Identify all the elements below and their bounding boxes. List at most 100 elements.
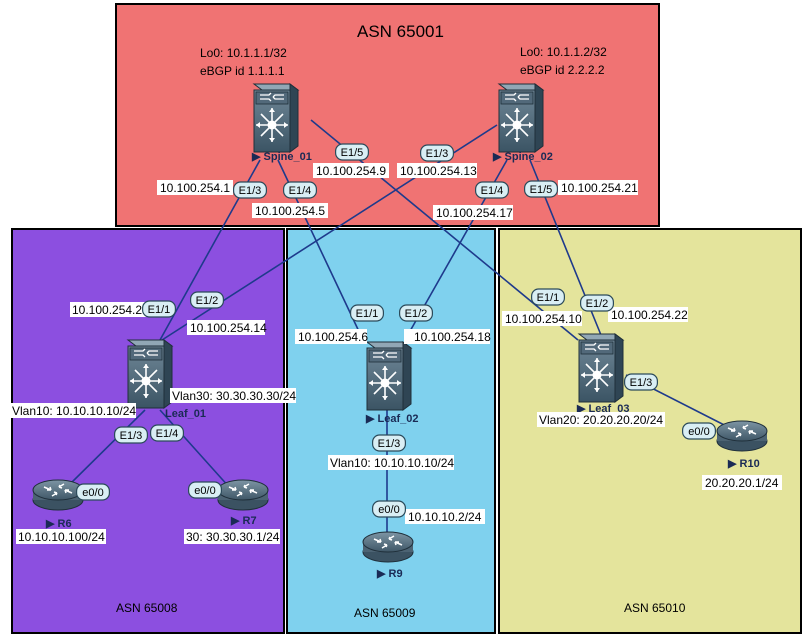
port-label-l2-e13: E1/3 xyxy=(378,438,401,450)
r7-name: ▶ R7 xyxy=(230,515,257,527)
addr-10-100-254-5: 10.100.254.5 xyxy=(255,204,325,218)
addr-10-100-254-1: 10.100.254.1 xyxy=(160,181,230,195)
port-pill-r7-e00 xyxy=(188,481,223,499)
port-pill-l1-e13 xyxy=(113,426,148,444)
r10-name: ▶ R10 xyxy=(727,458,760,470)
port-label-l2-e11: E1/1 xyxy=(356,308,379,320)
port-label-l3-e13: E1/3 xyxy=(630,377,653,389)
leaf02-name: ▶ Leaf_02 xyxy=(365,413,419,425)
zone-title-65001: ASN 65001 xyxy=(357,22,444,41)
port-pill-l2-e11 xyxy=(350,304,385,322)
port-pill-r6-e00 xyxy=(75,483,110,501)
spine01-loopback: Lo0: 10.1.1.1/32 xyxy=(200,46,287,60)
port-label-r10-e00: e0/0 xyxy=(688,426,709,438)
port-pill-l1-e11 xyxy=(142,300,177,318)
router-r9[interactable]: ▶ R9 xyxy=(362,531,414,580)
port-label-s2-e14: E1/4 xyxy=(481,185,504,197)
port-pill-s1-e14 xyxy=(283,181,318,199)
port-label-l1-e13: E1/3 xyxy=(120,430,143,442)
port-pill-s2-e15 xyxy=(523,180,558,198)
addr-10-100-254-9: 10.100.254.9 xyxy=(316,164,386,178)
r6-name: ▶ R6 xyxy=(45,518,72,530)
port-pill-l1-e12 xyxy=(190,291,225,309)
port-pill-s1-e15 xyxy=(335,143,370,161)
zone-title-65010: ASN 65010 xyxy=(624,601,686,615)
router-r7[interactable]: ▶ R7 xyxy=(217,479,269,527)
router-icon xyxy=(362,531,414,563)
zone-asn-65008 xyxy=(11,228,285,634)
router-r6[interactable]: ▶ R6 xyxy=(32,479,84,530)
spine02-name: ▶ Spine_02 xyxy=(492,151,553,163)
router-icon xyxy=(217,479,269,511)
spine01-bgp-id: eBGP id 1.1.1.1 xyxy=(200,64,285,78)
link-leaf01-r6[interactable] xyxy=(65,409,146,489)
port-label-l2-e12: E1/2 xyxy=(405,308,428,320)
port-pill-r10-e00 xyxy=(681,422,716,440)
link-leaf01-r7[interactable] xyxy=(159,409,231,489)
leaf-02-device[interactable]: ▶ Leaf_02 xyxy=(365,341,419,425)
zone-asn-65009 xyxy=(286,228,496,634)
addr-10-100-254-17: 10.100.254.17 xyxy=(436,206,513,220)
leaf01-vlan10: Vlan10: 10.10.10.10/24 xyxy=(12,404,136,418)
nexus-switch-icon xyxy=(498,83,544,153)
router-r10[interactable]: ▶ R10 xyxy=(716,420,768,470)
port-label-l1-e14: E1/4 xyxy=(156,428,179,440)
spine-01-device[interactable]: ▶ Spine_01 xyxy=(251,83,312,163)
addr-10-100-254-2: 10.100.254.2 xyxy=(72,303,142,317)
port-pill-l3-e13 xyxy=(623,373,658,391)
port-pill-s1-e13 xyxy=(233,181,268,199)
nexus-switch-icon xyxy=(366,341,412,411)
port-pill-s2-e14 xyxy=(475,181,510,199)
r9-name: ▶ R9 xyxy=(376,568,403,580)
nexus-switch-icon xyxy=(253,83,299,153)
port-label-s2-e15: E1/5 xyxy=(530,184,553,196)
addr-10-100-254-6: 10.100.254.6 xyxy=(298,330,368,344)
port-pill-l1-e14 xyxy=(150,424,185,442)
addr-10-100-254-22: 10.100.254.22 xyxy=(611,308,688,322)
router-icon xyxy=(716,420,768,452)
leaf-01-device[interactable]: Leaf_01 xyxy=(127,339,206,420)
port-label-l3-e11: E1/1 xyxy=(537,292,560,304)
port-pill-l3-e12 xyxy=(579,294,614,312)
port-pill-l3-e11 xyxy=(530,288,565,306)
addr-10-100-254-13: 10.100.254.13 xyxy=(400,164,477,178)
spine02-bgp-id: eBGP id 2.2.2.2 xyxy=(520,63,605,77)
port-pill-s2-e13 xyxy=(420,144,455,162)
leaf03-vlan20: Vlan20: 20.20.20.20/24 xyxy=(539,413,663,427)
r7-ip: 30: 30.30.30.1/24 xyxy=(186,530,280,544)
r9-ip: 10.10.10.2/24 xyxy=(408,510,482,524)
address-labels: 10.100.254.1 10.100.254.5 10.100.254.9 1… xyxy=(10,163,782,544)
nexus-switch-icon xyxy=(578,333,624,403)
port-label-l1-e12: E1/2 xyxy=(196,295,219,307)
router-icon xyxy=(32,479,84,511)
leaf01-name: Leaf_01 xyxy=(165,408,206,420)
leaf01-vlan30: Vlan30: 30.30.30.30/24 xyxy=(172,389,296,403)
port-label-r9-e00: e0/0 xyxy=(378,504,399,516)
leaf-03-device[interactable]: ▶ Leaf_03 xyxy=(576,333,630,415)
addr-10-100-254-14: 10.100.254.14 xyxy=(190,321,267,335)
port-pill-r9-e00 xyxy=(372,500,407,518)
nexus-switch-icon xyxy=(127,339,173,409)
port-label-s1-e13: E1/3 xyxy=(239,185,262,197)
zone-title-65008: ASN 65008 xyxy=(116,601,178,615)
zone-title-65009: ASN 65009 xyxy=(354,606,416,620)
port-label-s1-e14: E1/4 xyxy=(289,185,312,197)
addr-10-100-254-18: 10.100.254.18 xyxy=(414,330,491,344)
port-label-r7-e00: e0/0 xyxy=(194,485,215,497)
port-pill-l2-e13 xyxy=(372,434,407,452)
port-label-s2-e13: E1/3 xyxy=(426,148,449,160)
port-label-r6-e00: e0/0 xyxy=(82,487,103,499)
port-pill-l2-e12 xyxy=(399,304,434,322)
port-label-l1-e11: E1/1 xyxy=(148,304,171,316)
port-label-s1-e15: E1/5 xyxy=(341,147,364,159)
spine02-loopback: Lo0: 10.1.1.2/32 xyxy=(520,45,607,59)
leaf02-vlan10: Vlan10: 10.10.10.10/24 xyxy=(330,456,454,470)
r6-ip: 10.10.10.100/24 xyxy=(18,530,105,544)
addr-10-100-254-21: 10.100.254.21 xyxy=(561,181,638,195)
spine-02-device[interactable]: ▶ Spine_02 xyxy=(492,83,553,163)
r10-ip: 20.20.20.1/24 xyxy=(705,476,779,490)
port-label-l3-e12: E1/2 xyxy=(586,298,609,310)
spine01-name: ▶ Spine_01 xyxy=(251,151,312,163)
